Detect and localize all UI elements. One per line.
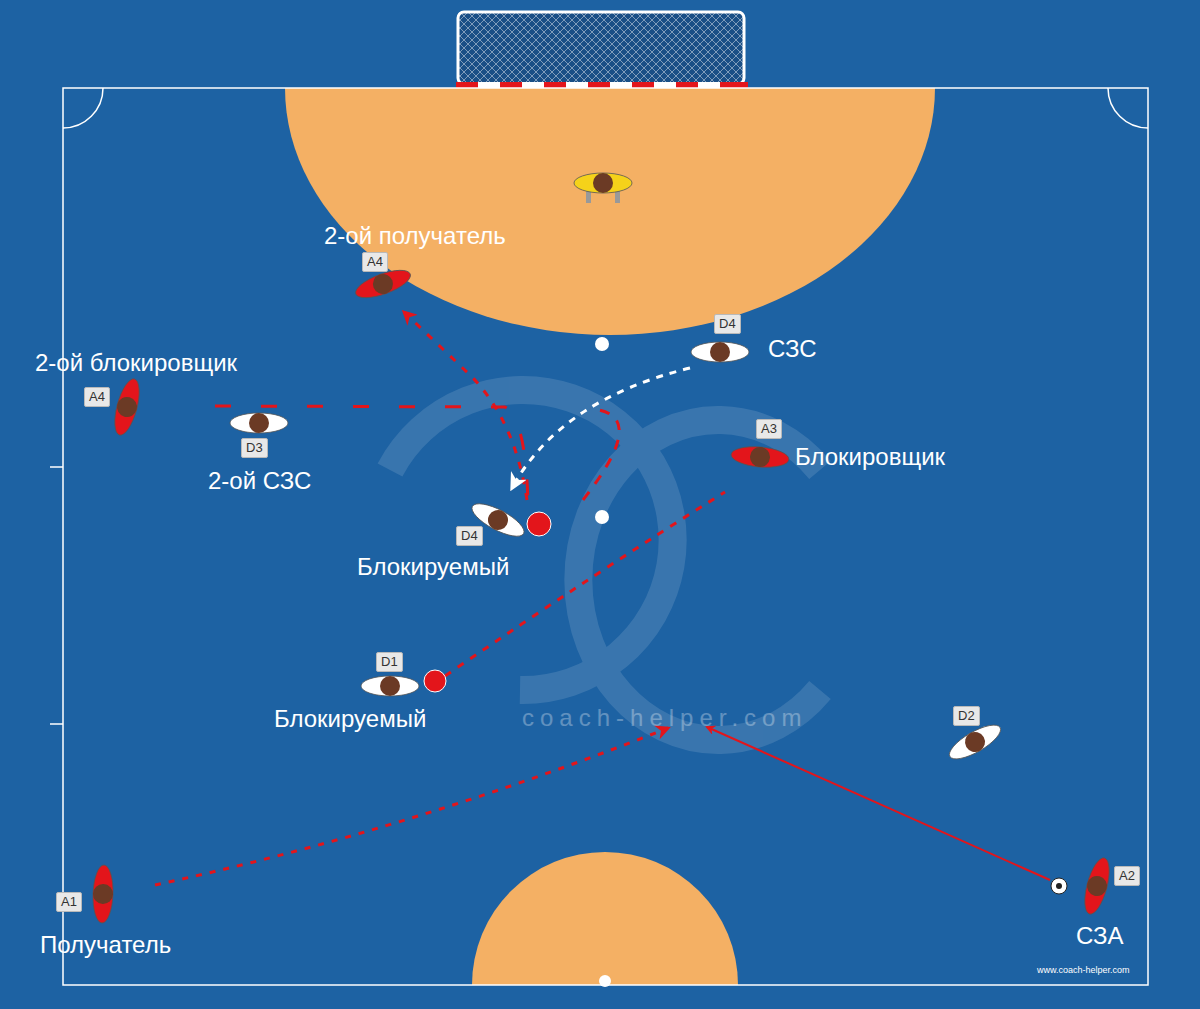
- player-tag: D2: [953, 706, 980, 726]
- role-label: 2-ой блокировщик: [35, 348, 237, 377]
- player-id: D4: [719, 316, 736, 331]
- player-figure: [92, 865, 114, 924]
- player-tag: D1: [376, 652, 403, 672]
- court-boundary: [63, 88, 1148, 985]
- player-tag: D3: [241, 438, 268, 458]
- role-label: Получатель: [40, 930, 171, 959]
- player-id: A4: [89, 389, 105, 404]
- goal: [456, 12, 748, 90]
- player-tag: A3: [756, 419, 782, 439]
- role-label: СЗА: [1076, 921, 1124, 950]
- role-label: Блокировщик: [795, 442, 945, 471]
- player-tag: D4: [456, 526, 483, 546]
- watermark-text: www.coach-helper.com: [1037, 965, 1130, 976]
- role-label: 2-ой СЗС: [208, 466, 311, 495]
- movement-paths: [155, 312, 1050, 885]
- ball: [1051, 878, 1067, 894]
- player-figure: [691, 342, 749, 362]
- role-label: Блокируемый: [274, 704, 426, 733]
- player-tag: A1: [56, 892, 82, 912]
- player-id: D3: [246, 440, 263, 455]
- center-circle: [472, 852, 738, 985]
- player-id: D2: [958, 708, 975, 723]
- player-id: A1: [61, 894, 77, 909]
- player-tag: D4: [714, 314, 741, 334]
- watermark-text: coach-helper.com: [522, 703, 807, 732]
- player-id: D4: [461, 528, 478, 543]
- player-figure: [1080, 855, 1114, 916]
- player-tag: A2: [1114, 866, 1140, 886]
- player-tag: A4: [362, 252, 388, 272]
- player-id: A4: [367, 254, 383, 269]
- court-dots: [595, 337, 611, 987]
- defender-path: [512, 368, 690, 488]
- role-label: Блокируемый: [357, 552, 509, 581]
- position-dots: [424, 512, 551, 692]
- corner-arcs: [63, 88, 1148, 128]
- players: [92, 173, 1114, 923]
- player-id: D1: [381, 654, 398, 669]
- player-id: A3: [761, 421, 777, 436]
- player-figure: [730, 445, 790, 470]
- side-ticks: [50, 467, 63, 724]
- role-label: СЗС: [768, 334, 817, 363]
- player-figure: [110, 376, 144, 437]
- player-figure: [361, 676, 419, 696]
- player-tag: A4: [84, 387, 110, 407]
- penalty-area: [285, 88, 935, 335]
- player-id: A2: [1119, 868, 1135, 883]
- player-figure: [230, 413, 288, 433]
- role-label: 2-ой получатель: [324, 221, 506, 250]
- player-figure: [574, 173, 632, 203]
